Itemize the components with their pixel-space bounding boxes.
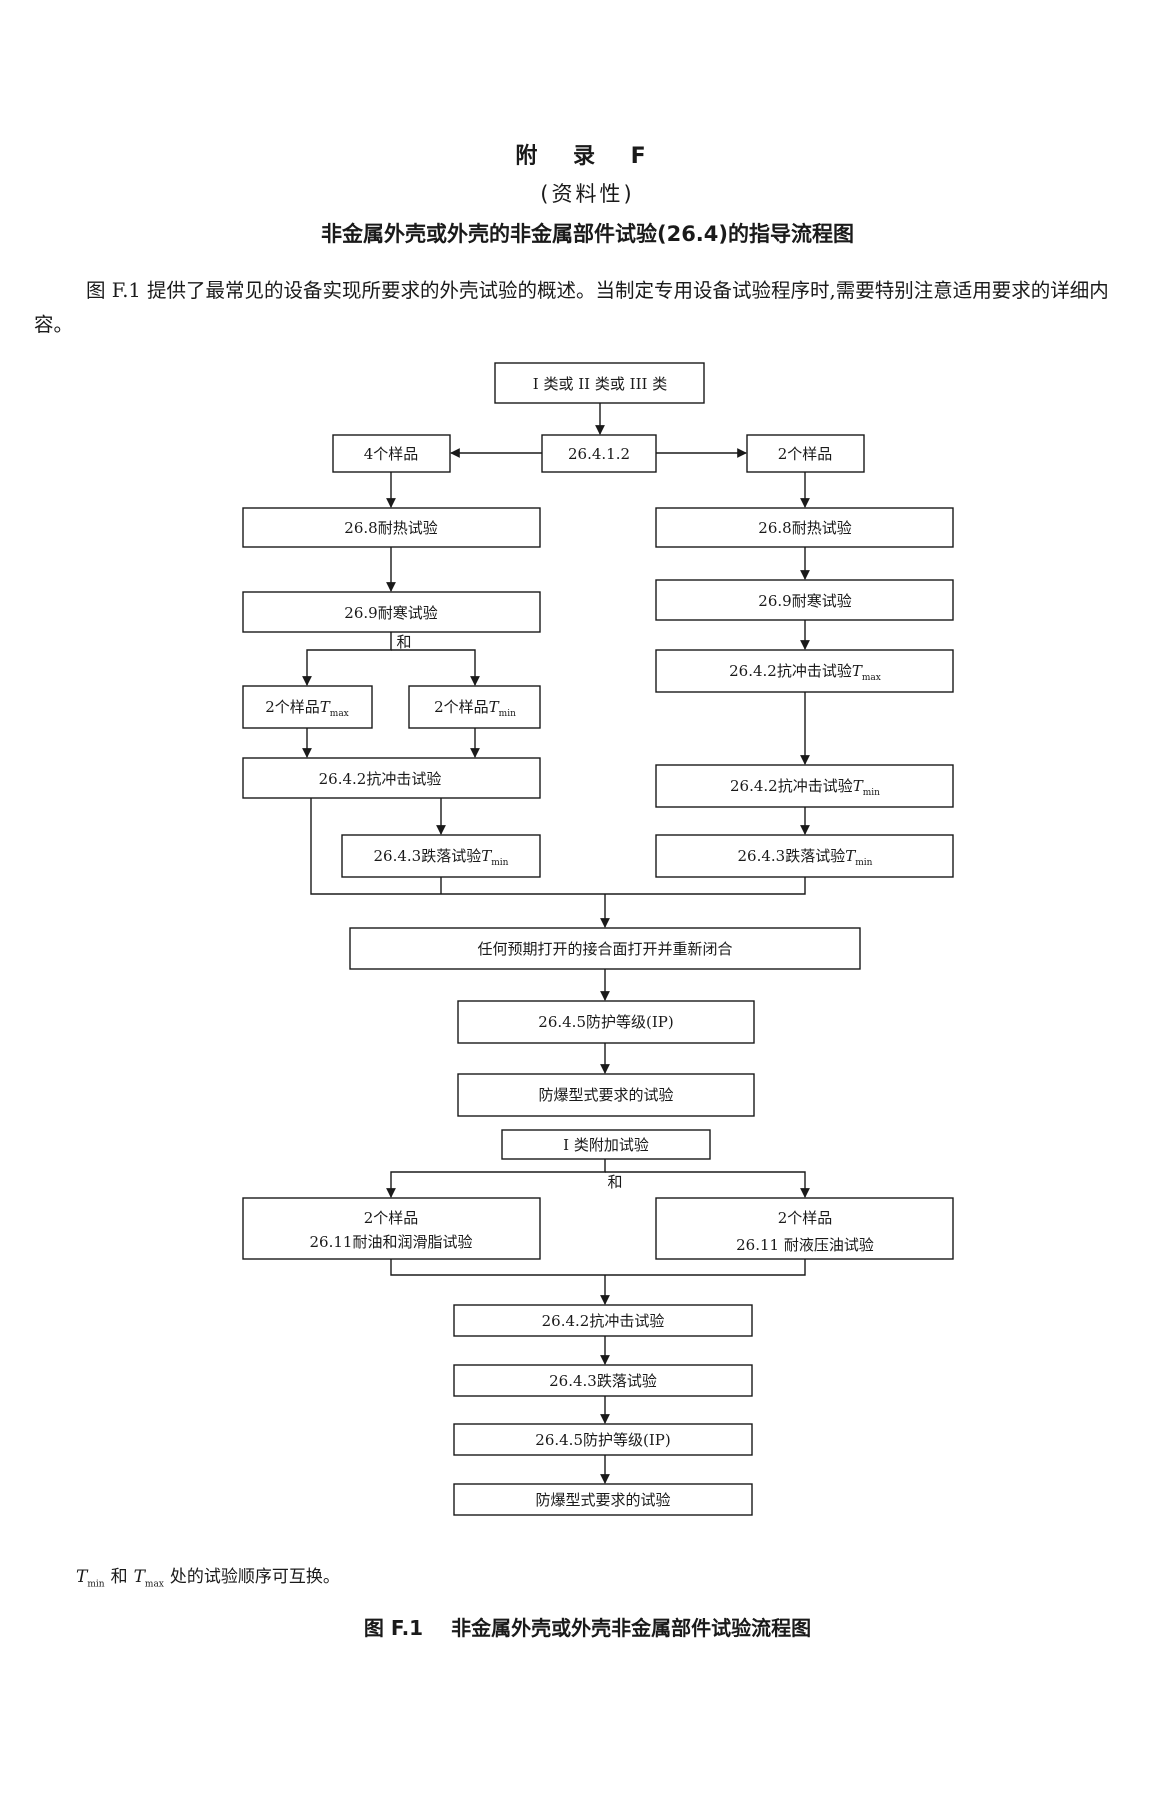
label-oil-test: 26.11耐油和润滑脂试验 (310, 1233, 473, 1251)
box-left-drop (341, 834, 541, 878)
box-ip (457, 1000, 755, 1044)
label-right-cold: 26.9耐寒试验 (758, 592, 851, 610)
label-and-lower: 和 (607, 1173, 622, 1191)
label-clause-split: 26.4.1.2 (568, 445, 630, 463)
box-right-cold (655, 579, 954, 621)
box-start (494, 362, 705, 404)
figure-title: 非金属外壳或外壳非金属部件试验流程图 (451, 1616, 812, 1640)
label-ex-final: 防爆型式要求的试验 (535, 1491, 670, 1509)
label-class-one: I 类附加试验 (563, 1136, 649, 1154)
box-oil (242, 1197, 541, 1260)
label-left-heat: 26.8耐热试验 (344, 519, 437, 537)
label-sample-tmin: 2个样品Tmin (434, 698, 516, 719)
figure-caption: 图 F.1 非金属外壳或外壳非金属部件试验流程图 (0, 1612, 1175, 1641)
label-hydraulic-samples: 2个样品 (778, 1209, 833, 1227)
intro-paragraph: 图 F.1 提供了最常见的设备实现所要求的外壳试验的概述。当制定专用设备试验程序… (34, 279, 1109, 336)
appendix-title: 附 录 F (515, 144, 660, 169)
label-hydraulic-test: 26.11 耐液压油试验 (736, 1236, 874, 1254)
box-ex-final (453, 1483, 753, 1516)
label-right-impact-tmin: 26.4.2抗冲击试验Tmin (730, 777, 880, 798)
box-impact-final (453, 1304, 753, 1337)
label-sample-tmax: 2个样品Tmax (265, 698, 349, 719)
label-start: I 类或 II 类或 III 类 (533, 375, 667, 393)
box-right-samples (746, 434, 865, 473)
label-drop-final: 26.4.3跌落试验 (549, 1372, 657, 1390)
label-reopen: 任何预期打开的接合面打开并重新闭合 (477, 940, 732, 958)
box-class-one (501, 1129, 711, 1160)
label-right-impact-tmax: 26.4.2抗冲击试验Tmax (729, 662, 881, 683)
label-ip-final: 26.4.5防护等级(IP) (535, 1431, 670, 1449)
flowchart: I 类或 II 类或 III 类 26.4.1.2 4个样品 2个样品 26.8… (242, 362, 954, 1516)
appendix-nature: (资料性) (540, 182, 635, 206)
label-impact-final: 26.4.2抗冲击试验 (542, 1312, 665, 1330)
label-right-samples: 2个样品 (778, 445, 833, 463)
box-sample-tmin (408, 685, 541, 729)
label-right-drop: 26.4.3跌落试验Tmin (738, 847, 873, 868)
box-ip-final (453, 1423, 753, 1456)
box-clause-split (541, 434, 657, 473)
label-right-heat: 26.8耐热试验 (758, 519, 851, 537)
label-left-cold: 26.9耐寒试验 (344, 604, 437, 622)
label-left-drop: 26.4.3跌落试验Tmin (374, 847, 509, 868)
box-drop-final (453, 1364, 753, 1397)
box-reopen (349, 927, 861, 970)
label-ex: 防爆型式要求的试验 (538, 1086, 673, 1104)
box-hydraulic (655, 1197, 954, 1260)
figure-number: 图 F.1 (363, 1616, 424, 1640)
box-right-heat (655, 507, 954, 548)
box-ex (457, 1073, 755, 1117)
box-right-impact-tmax (655, 649, 954, 693)
label-ip: 26.4.5防护等级(IP) (538, 1013, 673, 1031)
label-left-impact: 26.4.2抗冲击试验 (319, 770, 442, 788)
label-oil-samples: 2个样品 (364, 1209, 419, 1227)
appendix-subject: 非金属外壳或外壳的非金属部件试验(26.4)的指导流程图 (320, 222, 854, 246)
box-left-impact (242, 757, 541, 799)
label-left-samples: 4个样品 (364, 445, 419, 463)
label-and-upper: 和 (396, 633, 411, 651)
